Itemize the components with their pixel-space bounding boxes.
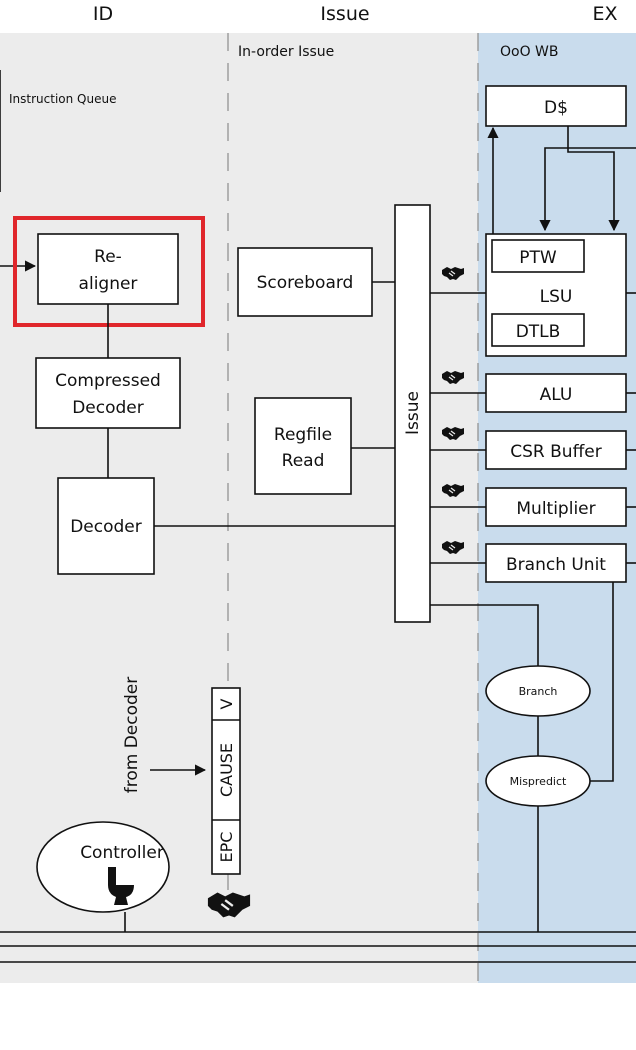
realigner-label-line2: aligner <box>79 274 138 294</box>
epc-field-label: EPC <box>217 832 236 863</box>
csr-buffer-block: CSR Buffer <box>485 430 627 470</box>
alu-block: ALU <box>485 373 627 413</box>
issue-to-branch-line <box>430 604 539 666</box>
branch-unit-label: Branch Unit <box>506 555 606 575</box>
branch-unit-block: Branch Unit <box>485 543 627 583</box>
instruction-queue-label: Instruction Queue <box>9 92 116 106</box>
compressed-decoder-label-line2: Decoder <box>72 398 144 418</box>
column-header-issue: Issue <box>320 3 369 25</box>
dtlb-label: DTLB <box>516 322 561 342</box>
lsu-block: PTW LSU DTLB <box>485 233 627 357</box>
v-field-label: V <box>217 698 236 709</box>
branch-ellipse: Branch <box>485 665 591 717</box>
mispredict-ellipse: Mispredict <box>485 755 591 807</box>
dcache-label: D$ <box>544 98 568 118</box>
scoreboard-label: Scoreboard <box>257 273 354 293</box>
in-order-issue-label: In-order Issue <box>238 44 334 60</box>
multiplier-block: Multiplier <box>485 487 627 527</box>
cause-field-label: CAUSE <box>217 743 236 797</box>
realigner-label-line1: Re- <box>94 247 122 267</box>
compressed-decoder-label-line1: Compressed <box>55 371 161 391</box>
decoder-label: Decoder <box>70 517 142 537</box>
column-header-id: ID <box>93 3 113 25</box>
dcache-block: D$ <box>485 85 627 127</box>
mispredict-label: Mispredict <box>510 775 567 788</box>
ooo-wb-label: OoO WB <box>500 44 559 60</box>
csr-buffer-label: CSR Buffer <box>510 442 601 462</box>
exception-register: V CAUSE EPC <box>211 687 241 875</box>
controller-label: Controller <box>80 843 164 863</box>
regfile-read-label-line2: Read <box>282 451 325 471</box>
from-decoder-label: from Decoder <box>122 677 142 794</box>
issue-label: Issue <box>403 391 423 435</box>
regfile-read-block: Regfile Read <box>254 397 352 495</box>
realigner-block: Re- aligner <box>37 233 179 305</box>
toilet-icon <box>108 867 134 905</box>
realigner-highlight <box>13 216 205 327</box>
ptw-label: PTW <box>519 248 557 268</box>
branch-unit-to-mispredict-line <box>590 582 614 782</box>
issue-block: Issue <box>394 204 431 623</box>
controller-ellipse: Controller <box>36 821 170 913</box>
column-header-ex: EX <box>592 3 617 25</box>
multiplier-label: Multiplier <box>516 499 595 519</box>
decoder-block: Decoder <box>57 477 155 575</box>
dcache-to-lsu-arrow <box>567 126 620 232</box>
compressed-decoder-block: Compressed Decoder <box>35 357 181 429</box>
regfile-read-label-line1: Regfile <box>274 425 332 445</box>
lsu-label: LSU <box>540 287 573 307</box>
writeback-to-lsu-arrow <box>539 147 636 232</box>
scoreboard-block: Scoreboard <box>237 247 373 317</box>
branch-label: Branch <box>519 685 558 698</box>
alu-label: ALU <box>540 385 573 405</box>
